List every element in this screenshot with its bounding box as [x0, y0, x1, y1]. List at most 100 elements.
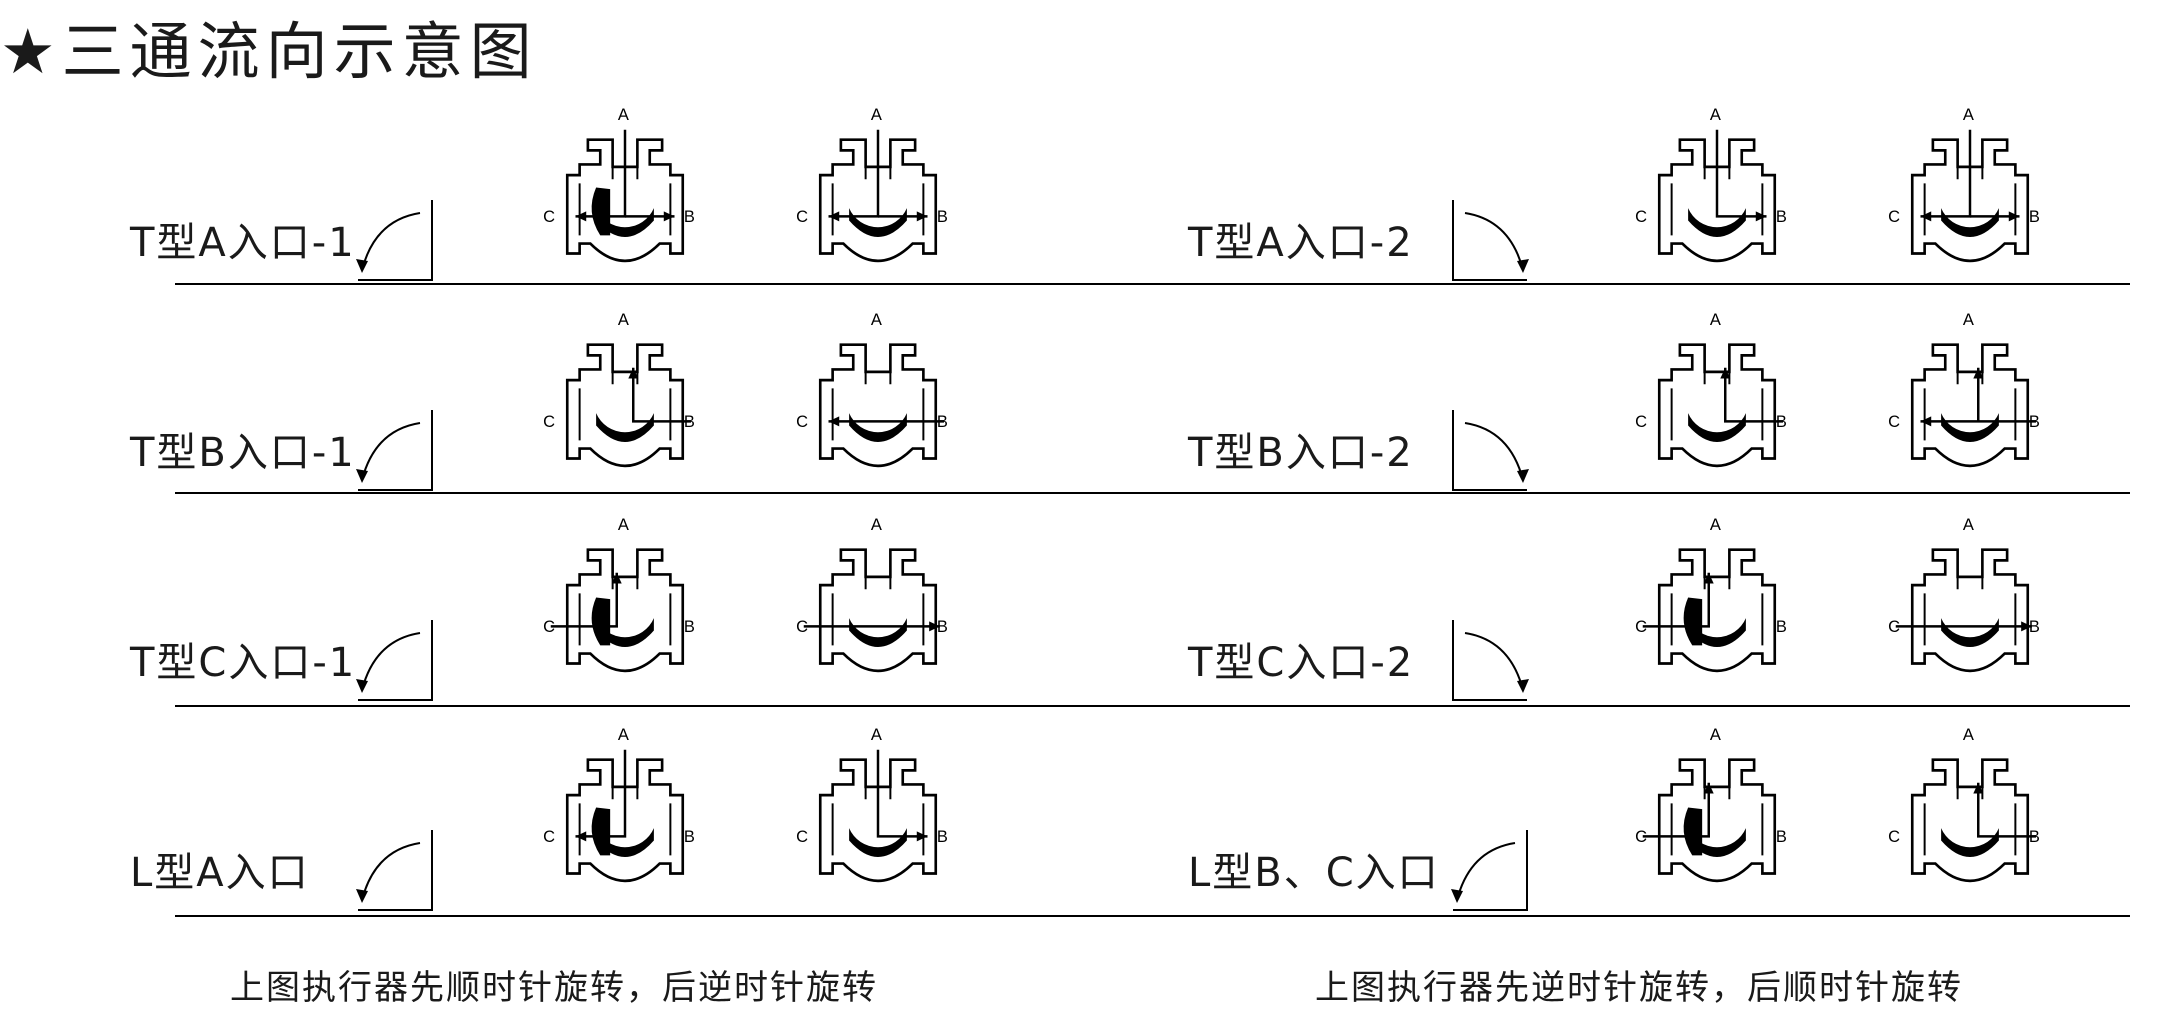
flow-line	[828, 129, 880, 218]
port-label-b: B	[2029, 208, 2040, 226]
port-label-a: A	[1963, 106, 1974, 124]
row-label: T型A入口-1	[130, 220, 356, 266]
port-label-b: B	[684, 618, 695, 636]
port-label-c: C	[1635, 618, 1647, 636]
port-label-a: A	[1963, 311, 1974, 329]
valve-ball	[596, 208, 654, 237]
flow-arrowhead	[2008, 211, 2020, 222]
port-label-a: A	[618, 516, 629, 534]
row-separator	[175, 705, 1195, 707]
flow-line	[1642, 572, 1710, 628]
flow-line	[1715, 129, 1767, 218]
row-separator	[1180, 492, 2130, 494]
port-label-c: C	[543, 413, 555, 431]
flow-arrowhead	[1973, 782, 1984, 794]
port-label-a: A	[1710, 106, 1721, 124]
port-label-c: C	[1635, 413, 1647, 431]
flow-line	[876, 749, 928, 838]
port-label-c: C	[543, 828, 555, 846]
valve-ball	[1941, 208, 1999, 237]
flow-line	[1724, 367, 1783, 423]
port-label-c: C	[543, 208, 555, 226]
port-label-c: C	[796, 828, 808, 846]
flow-arrowhead	[575, 831, 587, 842]
port-label-b: B	[684, 828, 695, 846]
flow-line	[632, 367, 691, 423]
flow-arrowhead	[828, 416, 840, 427]
valve-ball	[849, 828, 907, 857]
page-title: ★三通流向示意图	[0, 15, 538, 88]
valve-ball	[1688, 828, 1746, 857]
port-label-a: A	[618, 106, 629, 124]
rotation-arc-clockwise-icon	[356, 410, 433, 491]
port-label-a: A	[1710, 516, 1721, 534]
row-separator	[1180, 283, 2130, 285]
valve-ball	[849, 413, 907, 442]
valve-ball	[596, 413, 654, 442]
valve-ball	[849, 208, 907, 237]
port-label-a: A	[1710, 726, 1721, 744]
flow-arrowhead	[1920, 416, 1932, 427]
port-label-c: C	[1888, 828, 1900, 846]
flow-arrowhead	[916, 831, 928, 842]
rotation-arc-clockwise-icon	[1451, 830, 1528, 911]
flow-arrowhead	[1703, 572, 1714, 584]
rotation-arc-counterclockwise-icon	[1452, 410, 1529, 491]
rotation-arc-clockwise-icon	[356, 200, 433, 281]
port-label-a: A	[1963, 516, 1974, 534]
valve-ball	[596, 828, 654, 857]
rotation-arc-clockwise-icon	[356, 620, 433, 701]
row-label: T型A入口-2	[1188, 220, 1414, 266]
valve-ball	[1941, 413, 1999, 442]
port-label-a: A	[871, 726, 882, 744]
valve-ball	[1941, 828, 1999, 857]
port-label-a: A	[618, 311, 629, 329]
port-label-c: C	[1635, 208, 1647, 226]
caption-left: 上图执行器先顺时针旋转，后逆时针旋转	[230, 968, 878, 1008]
flow-arrowhead	[929, 621, 940, 632]
row-separator	[175, 915, 1195, 917]
caption-right: 上图执行器先逆时针旋转，后顺时针旋转	[1315, 968, 1963, 1008]
port-label-a: A	[871, 311, 882, 329]
port-label-c: C	[1888, 208, 1900, 226]
port-label-b: B	[1776, 618, 1787, 636]
flow-arrowhead	[1973, 367, 1984, 379]
row-label: L型B、C入口	[1188, 850, 1440, 896]
port-label-a: A	[1710, 311, 1721, 329]
port-label-c: C	[1635, 828, 1647, 846]
row-label: T型C入口-1	[130, 640, 357, 686]
valve-diagram: A C B	[1888, 106, 2040, 263]
flow-arrowhead	[1720, 367, 1731, 379]
flow-arrowhead	[575, 211, 587, 222]
port-label-c: C	[1888, 618, 1900, 636]
valve-ball	[1688, 208, 1746, 237]
flow-arrowhead	[2021, 621, 2032, 632]
row-separator	[175, 492, 1195, 494]
port-label-b: B	[937, 208, 948, 226]
flow-line	[1977, 782, 2036, 838]
flow-arrowhead	[828, 211, 840, 222]
row-label: T型B入口-1	[130, 430, 356, 476]
flow-line	[575, 749, 627, 838]
port-label-b: B	[937, 618, 948, 636]
flow-arrowhead	[611, 572, 622, 584]
valve-ball	[1941, 618, 1999, 647]
row-separator	[1180, 915, 2130, 917]
valve-ball	[1688, 618, 1746, 647]
row-label: T型C入口-2	[1188, 640, 1415, 686]
port-label-c: C	[543, 618, 555, 636]
port-label-c: C	[796, 618, 808, 636]
valve-diagram: A C B	[543, 516, 695, 673]
